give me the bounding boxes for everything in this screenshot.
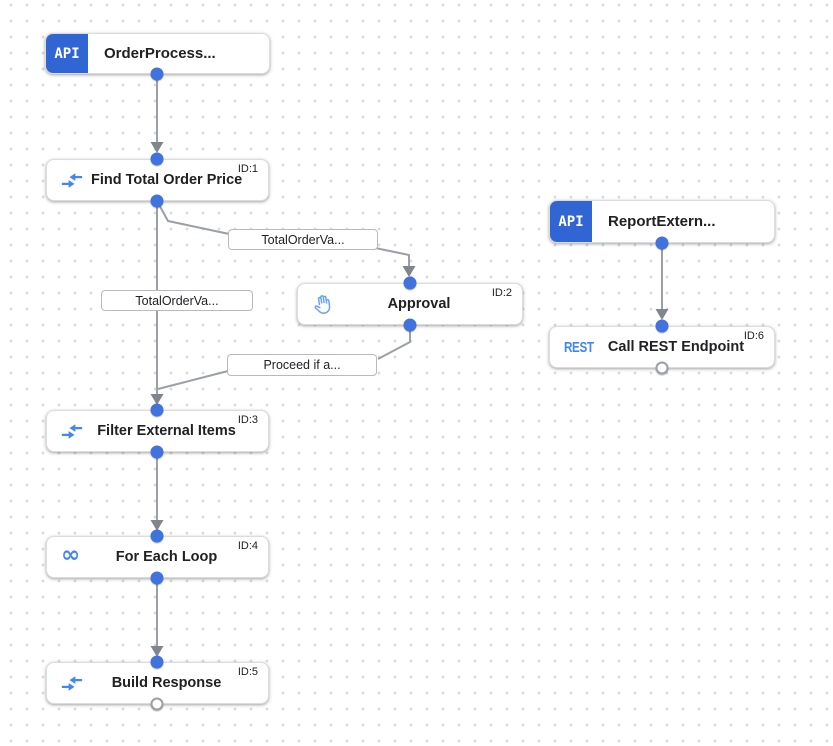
node-label: Call REST Endpoint: [607, 339, 745, 355]
node-build-response[interactable]: ID:5 Build Response: [46, 662, 269, 704]
node-for-each-loop[interactable]: ID:4 ∞ For Each Loop: [46, 536, 269, 578]
for-each-loop-infinity-icon: ∞: [61, 542, 81, 568]
api-trigger-badge: API: [550, 201, 592, 242]
data-mapping-icon: [61, 172, 91, 189]
connection-port[interactable]: [403, 318, 417, 332]
edge-label-proceed-if[interactable]: Proceed if a...: [227, 354, 377, 376]
connection-port[interactable]: [403, 276, 417, 290]
data-mapping-icon: [61, 423, 91, 440]
node-label: OrderProcess...: [104, 45, 216, 62]
node-label: Approval: [387, 296, 451, 312]
connection-port[interactable]: [655, 319, 669, 333]
node-id-badge: ID:2: [491, 287, 512, 299]
approval-hand-icon: [312, 294, 342, 315]
node-id-badge: ID:4: [237, 540, 258, 552]
connection-port[interactable]: [150, 403, 164, 417]
open-connection-port[interactable]: [655, 361, 669, 375]
node-id-badge: ID:3: [237, 414, 258, 426]
node-label: Filter External Items: [97, 423, 236, 439]
connection-port[interactable]: [150, 152, 164, 166]
connection-port[interactable]: [150, 655, 164, 669]
connection-port[interactable]: [150, 445, 164, 459]
node-label: Find Total Order Price: [91, 172, 243, 188]
node-label: For Each Loop: [115, 549, 218, 565]
node-id-badge: ID:6: [743, 330, 764, 342]
node-reportextern-api-trigger[interactable]: API ReportExtern...: [549, 200, 775, 243]
connection-port[interactable]: [150, 529, 164, 543]
connection-port[interactable]: [150, 67, 164, 81]
data-mapping-icon: [61, 675, 91, 692]
edge-label-totalorder-filter[interactable]: TotalOrderVa...: [101, 290, 253, 311]
node-orderprocess-api-trigger[interactable]: API OrderProcess...: [45, 33, 270, 74]
api-trigger-badge: API: [46, 34, 88, 73]
rest-endpoint-icon: REST: [564, 338, 594, 356]
node-id-badge: ID:5: [237, 666, 258, 678]
connection-port[interactable]: [150, 571, 164, 585]
connection-port[interactable]: [150, 194, 164, 208]
node-label: ReportExtern...: [608, 213, 716, 230]
open-connection-port[interactable]: [150, 697, 164, 711]
connection-port[interactable]: [655, 236, 669, 250]
node-id-badge: ID:1: [237, 163, 258, 175]
node-label: Build Response: [111, 675, 222, 691]
edge-label-totalorder-approval[interactable]: TotalOrderVa...: [228, 229, 378, 250]
node-call-rest-endpoint[interactable]: ID:6 REST Call REST Endpoint: [549, 326, 775, 368]
